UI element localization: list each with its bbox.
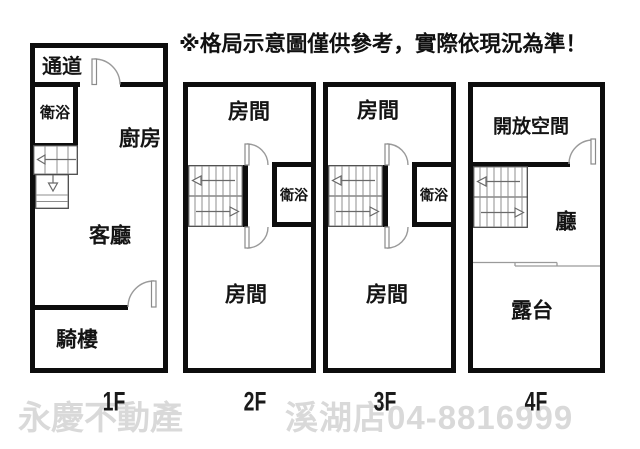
room-label-1f-arcade: 騎樓 — [56, 328, 98, 352]
room-label-2f-room-bottom: 房間 — [225, 283, 267, 307]
door-1f-passage — [91, 58, 121, 86]
room-label-1f-bathroom: 衛浴 — [39, 104, 71, 122]
wall-3f-bath-bottom — [412, 222, 451, 227]
door-4f-open-space — [568, 138, 597, 165]
wall-2f-stair — [243, 165, 248, 227]
stairs-1f — [33, 145, 78, 209]
sliding-door-4f — [473, 261, 600, 267]
wall-3f-bath-top — [412, 162, 451, 167]
stairs-2f — [188, 165, 243, 227]
wall-3f-bath-left — [412, 162, 417, 227]
wall-2f-bath-left — [272, 162, 277, 227]
room-label-2f-room-top: 房間 — [228, 100, 270, 124]
door-3f-room-top — [384, 143, 409, 166]
wall-2f-bath-top — [272, 162, 311, 167]
stairs-3f — [328, 165, 383, 227]
room-label-4f-hall: 廳 — [555, 210, 577, 234]
door-3f-room-bottom — [384, 226, 409, 249]
room-label-1f-passage: 通道 — [42, 56, 82, 78]
watermark-brand-text: 永慶不動產 — [18, 399, 183, 436]
wall-1f-passage-left — [35, 82, 80, 87]
room-label-4f-terrace: 露台 — [511, 299, 553, 323]
door-1f-entry — [127, 280, 157, 308]
wall-2f-bath-bottom — [272, 222, 311, 227]
room-label-2f-bathroom: 衛浴 — [280, 187, 308, 203]
room-label-1f-kitchen: 廚房 — [119, 127, 161, 151]
wall-3f-stair — [383, 165, 388, 227]
floor-label-2f: 2F — [243, 386, 267, 417]
disclaimer-text: ※格局示意圖僅供參考，實際依現況為準！ — [179, 32, 587, 56]
floor-label-1f: 1F — [102, 386, 126, 417]
door-2f-room-top — [244, 143, 269, 166]
wall-4f-open-space — [473, 162, 570, 167]
room-label-3f-room-bottom: 房間 — [366, 283, 408, 307]
room-label-3f-room-top: 房間 — [357, 99, 399, 123]
watermark-contact-text: 溪湖店04-8816999 — [285, 399, 574, 436]
room-label-4f-open-space: 開放空間 — [492, 116, 570, 138]
room-label-1f-living-room: 客廳 — [89, 224, 131, 248]
wall-1f-living-arcade — [35, 305, 128, 310]
room-label-3f-bathroom: 衛浴 — [420, 187, 448, 203]
wall-1f-bath-right — [73, 82, 78, 148]
floor-label-3f: 3F — [373, 386, 397, 417]
door-2f-room-bottom — [244, 226, 269, 249]
stairs-4f — [473, 166, 528, 228]
wall-1f-passage-right — [120, 82, 163, 87]
floor-label-4f: 4F — [524, 386, 548, 417]
